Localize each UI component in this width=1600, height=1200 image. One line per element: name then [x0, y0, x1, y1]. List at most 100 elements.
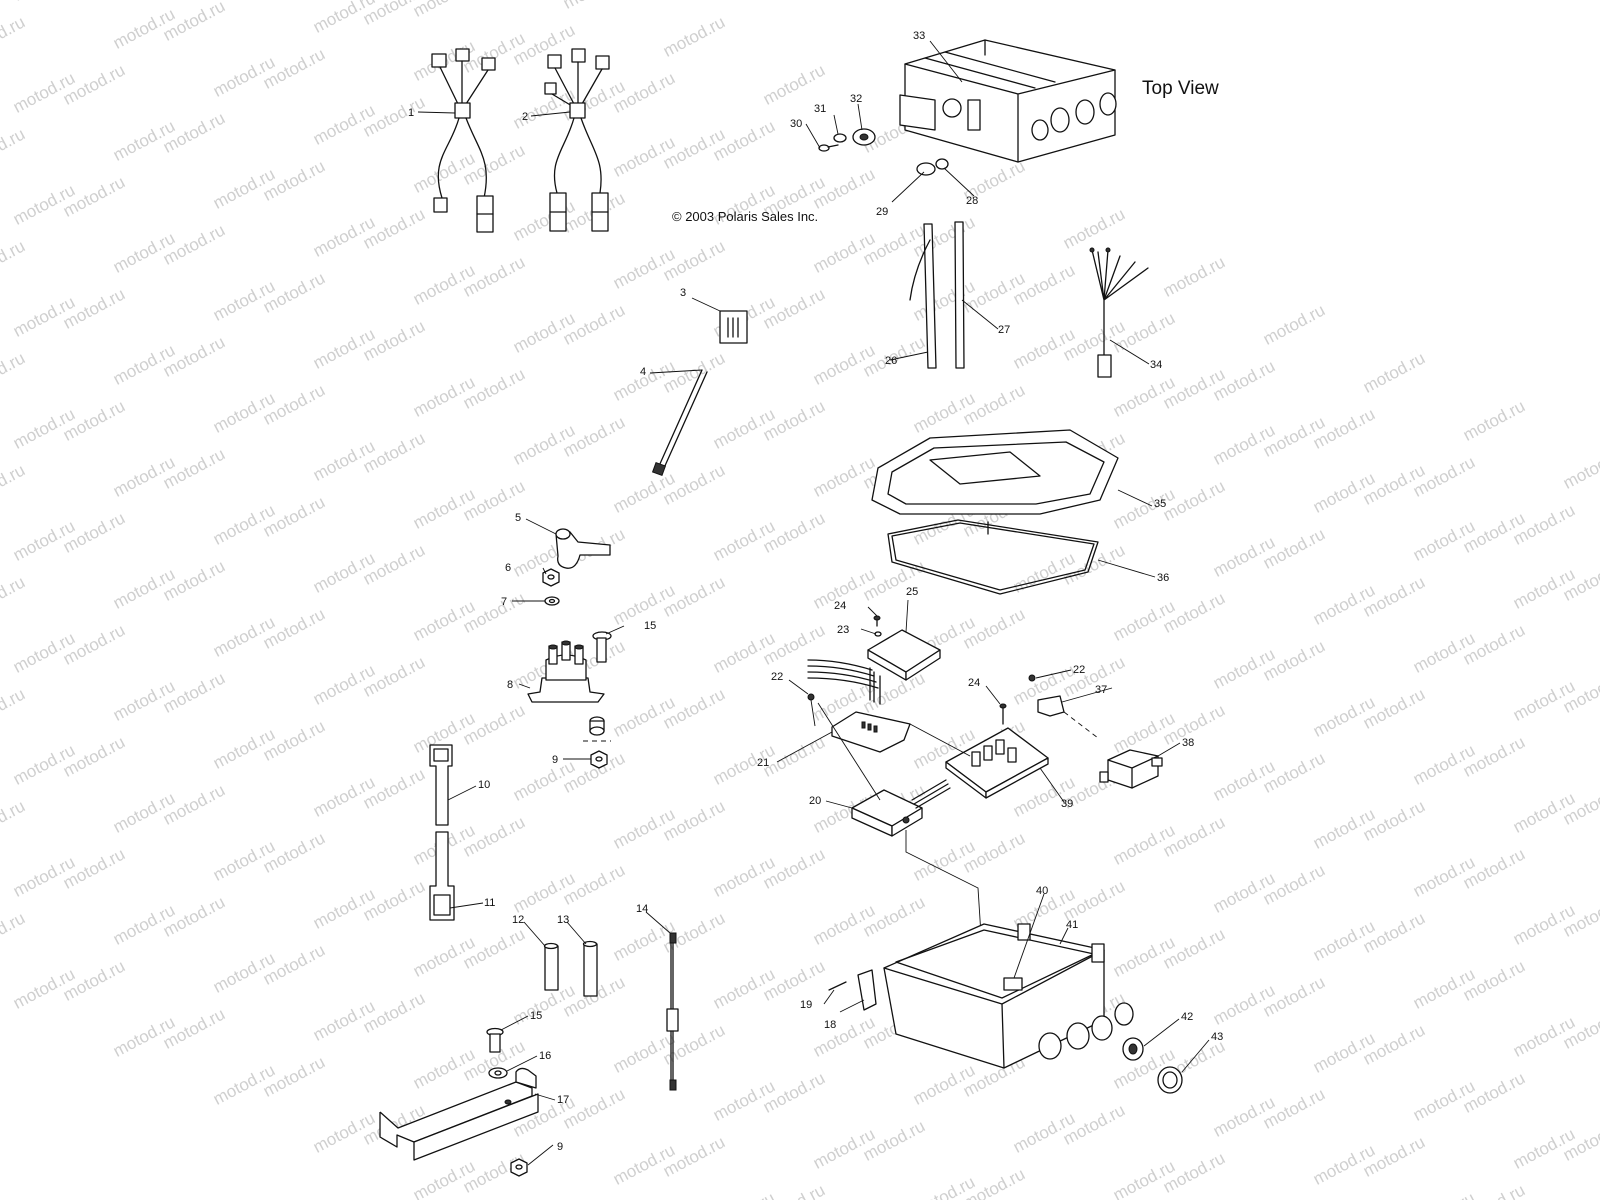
- part-12-tube: [543, 942, 559, 991]
- part-39-relay-board: [945, 727, 1049, 799]
- part-14-fuse-wire: [666, 932, 679, 1091]
- part-22-pin-left: [807, 693, 816, 727]
- callout-35: 35: [1154, 498, 1166, 510]
- callout-16: 16: [539, 1050, 551, 1062]
- callout-37: 37: [1095, 684, 1107, 696]
- copyright-notice: © 2003 Polaris Sales Inc.: [672, 209, 819, 224]
- callout-39: 39: [1061, 798, 1073, 810]
- part-18-latch: [857, 969, 877, 1011]
- part-11-strap: [429, 831, 455, 921]
- callout-17: 17: [557, 1094, 569, 1106]
- part-8-solenoid: [527, 640, 605, 703]
- callout-29: 29: [876, 206, 888, 218]
- part-34-harness: [1089, 247, 1149, 378]
- callout-38: 38: [1182, 737, 1194, 749]
- callout-15-lower: 15: [530, 1010, 542, 1022]
- callout-11: 11: [484, 897, 495, 909]
- callout-31: 31: [814, 103, 826, 115]
- part-24-screw-upper: [873, 615, 881, 627]
- callout-7: 7: [501, 596, 507, 608]
- part-30-screw: [818, 144, 839, 152]
- part-29-cap: [916, 162, 936, 176]
- callout-18: 18: [824, 1019, 836, 1031]
- part-15-bolt-lower: [486, 1027, 504, 1053]
- callout-13: 13: [557, 914, 569, 926]
- part-22-pin-right: [1028, 674, 1036, 682]
- part-42-grommet: [1122, 1037, 1144, 1061]
- part-36-gasket: [887, 519, 1099, 595]
- part-21-bracket: [831, 711, 911, 753]
- part-4-cable-tie: [651, 369, 708, 477]
- callout-12: 12: [512, 914, 524, 926]
- top-view-label: Top View: [1142, 78, 1219, 99]
- part-10-strap: [429, 744, 453, 826]
- part-26-hose: [909, 223, 937, 369]
- part-31-washer: [833, 133, 847, 143]
- part-5-terminal-boot: [555, 528, 611, 569]
- part-17-bracket: [379, 1067, 539, 1161]
- callout-33: 33: [913, 30, 925, 42]
- callout-41: 41: [1066, 919, 1078, 931]
- part-40-terminal: [1003, 977, 1023, 991]
- part-13-tube: [582, 940, 598, 997]
- part-6-nut: [542, 568, 560, 587]
- part-16-washer: [488, 1067, 508, 1079]
- part-15-bolt-upper: [592, 631, 612, 663]
- callout-24-right: 24: [968, 677, 980, 689]
- callout-15-upper: 15: [644, 620, 656, 632]
- callout-10: 10: [478, 779, 490, 791]
- part-28-oring: [935, 158, 949, 170]
- callout-8: 8: [507, 679, 513, 691]
- part-1-wire-harness: [431, 48, 496, 233]
- callout-28: 28: [966, 195, 978, 207]
- callout-9-upper: 9: [552, 754, 558, 766]
- wire-bundle: [807, 659, 881, 705]
- part-9-nut-lower: [510, 1158, 528, 1177]
- part-37-clip: [1037, 695, 1099, 739]
- part-41-lower-box: [883, 923, 1134, 1069]
- callout-22-right: 22: [1073, 664, 1085, 676]
- callout-34: 34: [1150, 359, 1162, 371]
- callout-40: 40: [1036, 885, 1048, 897]
- callout-9-lower: 9: [557, 1141, 563, 1153]
- callout-36: 36: [1157, 572, 1169, 584]
- part-43-cap: [1157, 1066, 1183, 1094]
- callout-labels: 1 2 3 4 5 6 7 8 9 9 10 11 12 13 14 15 15…: [408, 30, 1223, 1153]
- callout-5: 5: [515, 512, 521, 524]
- callout-22-left: 22: [771, 671, 783, 683]
- callout-27: 27: [998, 324, 1010, 336]
- spacer: [583, 716, 611, 742]
- callout-leaders: [417, 40, 1210, 1166]
- part-19-pin: [828, 981, 847, 991]
- callout-32: 32: [850, 93, 862, 105]
- part-32-grommet: [852, 128, 876, 146]
- callout-42: 42: [1181, 1011, 1193, 1023]
- callout-24-upper: 24: [834, 600, 846, 612]
- callout-26: 26: [885, 355, 897, 367]
- callout-21: 21: [757, 757, 769, 769]
- callout-3: 3: [680, 287, 686, 299]
- callout-2: 2: [522, 111, 528, 123]
- part-3-label: [719, 310, 748, 344]
- part-33-cover-top-view: [899, 39, 1117, 163]
- callout-14: 14: [636, 903, 648, 915]
- part-25-module: [867, 629, 941, 681]
- callout-20: 20: [809, 795, 821, 807]
- callout-43: 43: [1211, 1031, 1223, 1043]
- callout-19: 19: [800, 999, 812, 1011]
- part-2-wire-harness: [544, 48, 610, 232]
- part-24-screw-right: [999, 703, 1007, 725]
- callout-1: 1: [408, 107, 414, 119]
- part-20-module: [851, 779, 951, 837]
- part-7-washer: [544, 596, 560, 606]
- part-9-nut-upper: [590, 750, 608, 769]
- part-27-hose: [954, 221, 965, 369]
- part-38-relay: [1099, 749, 1163, 789]
- callout-23: 23: [837, 624, 849, 636]
- callout-4: 4: [640, 366, 646, 378]
- callout-30: 30: [790, 118, 802, 130]
- callout-25: 25: [906, 586, 918, 598]
- callout-6: 6: [505, 562, 511, 574]
- part-35-lid: [871, 429, 1119, 535]
